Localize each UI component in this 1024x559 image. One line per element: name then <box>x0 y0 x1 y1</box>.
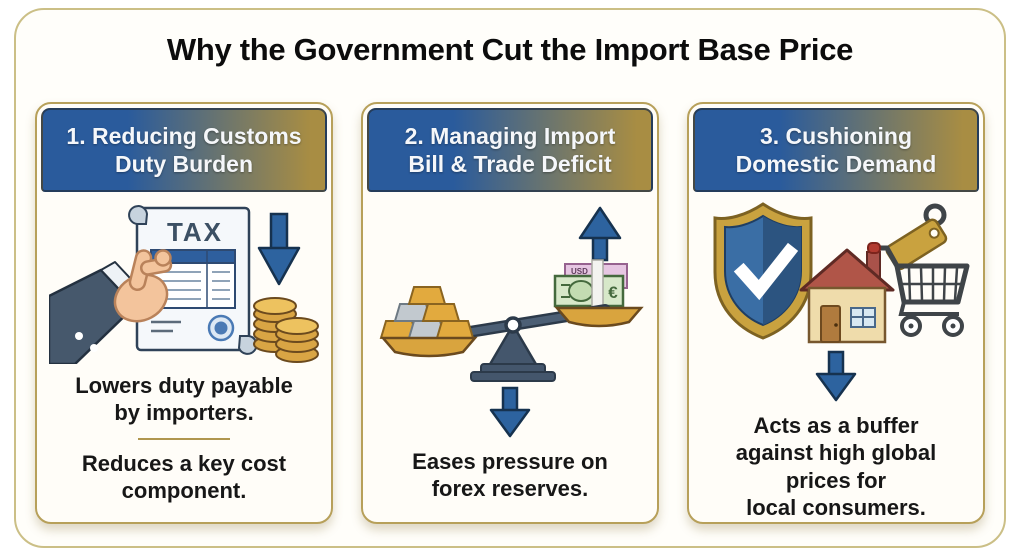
gold-bars-icon <box>379 286 475 340</box>
left-pan <box>380 336 478 358</box>
shopping-cart-icon <box>867 242 970 338</box>
card3-heading-line1: 3. Cushioning <box>759 123 913 149</box>
right-pan <box>554 306 644 328</box>
price-tag-icon <box>885 203 948 271</box>
card1-body: TAX <box>41 192 327 518</box>
card3-text-line1: Acts as a buffer <box>753 413 919 439</box>
euro-symbol-label: € <box>608 283 618 302</box>
coins-icon <box>253 297 319 364</box>
gold-divider <box>138 437 230 440</box>
down-arrow-icon <box>815 350 857 402</box>
balance-scale-icon: USD € <box>379 206 644 383</box>
card2-heading-line1: 2. Managing Import <box>404 123 616 149</box>
card-reducing-customs-duty: 1. Reducing Customs Duty Burden TAX <box>35 102 333 524</box>
shield-house-cart-icon <box>713 202 970 344</box>
card3-header: 3. Cushioning Domestic Demand <box>693 108 979 193</box>
down-arrow-icon <box>257 212 301 286</box>
card-cushioning-domestic-demand: 3. Cushioning Domestic Demand <box>687 102 985 524</box>
card2-header: 2. Managing Import Bill & Trade Deficit <box>367 108 653 193</box>
tax-label: TAX <box>167 217 223 247</box>
card3-text-line3: prices for <box>785 467 887 493</box>
cards-row: 1. Reducing Customs Duty Burden TAX <box>16 102 1004 524</box>
card3-body: Acts as a buffer against high global pri… <box>693 192 979 521</box>
card1-text-2: Reduces a key cost component. <box>82 450 286 505</box>
infographic-frame: Why the Government Cut the Import Base P… <box>14 8 1006 548</box>
card1-heading-line2: Duty Burden <box>115 151 253 178</box>
tax-document-hand-coins-icon: TAX <box>49 205 319 365</box>
card2-heading-line2: Bill & Trade Deficit <box>408 151 612 178</box>
card1-text-1-line1: Lowers duty payable <box>75 373 293 399</box>
card2-text: Eases pressure on forex reserves. <box>412 448 608 503</box>
card-managing-import-bill: 2. Managing Import Bill & Trade Deficit … <box>361 102 659 524</box>
page-title: Why the Government Cut the Import Base P… <box>166 32 854 67</box>
checkmark-icon <box>733 242 799 301</box>
card3-text-line2: against high global <box>735 440 937 466</box>
card2-text-line1: Eases pressure on <box>412 449 608 475</box>
card1-header: 1. Reducing Customs Duty Burden <box>41 108 327 193</box>
card2-text-line2: forex reserves. <box>431 476 589 502</box>
card3-heading-line2: Domestic Demand <box>735 151 937 178</box>
hand-icon <box>49 249 173 365</box>
shield-icon <box>713 202 813 340</box>
house-icon <box>799 248 895 344</box>
card1-text-2-line1: Reduces a key cost <box>81 450 287 476</box>
card2-body: USD € <box>367 192 653 518</box>
down-arrow-icon <box>489 386 531 438</box>
banknotes-icon: USD € <box>553 259 628 309</box>
usd-note-label: USD <box>571 267 588 276</box>
card1-text-2-line2: component. <box>121 477 247 503</box>
up-arrow-icon <box>578 206 622 262</box>
card3-text-line4: local consumers. <box>746 494 926 520</box>
card1-text-1-line2: by importers. <box>114 400 254 426</box>
card1-heading-line1: 1. Reducing Customs <box>66 123 302 149</box>
card3-text: Acts as a buffer against high global pri… <box>736 412 936 521</box>
card1-text-1: Lowers duty payable by importers. <box>75 372 293 427</box>
